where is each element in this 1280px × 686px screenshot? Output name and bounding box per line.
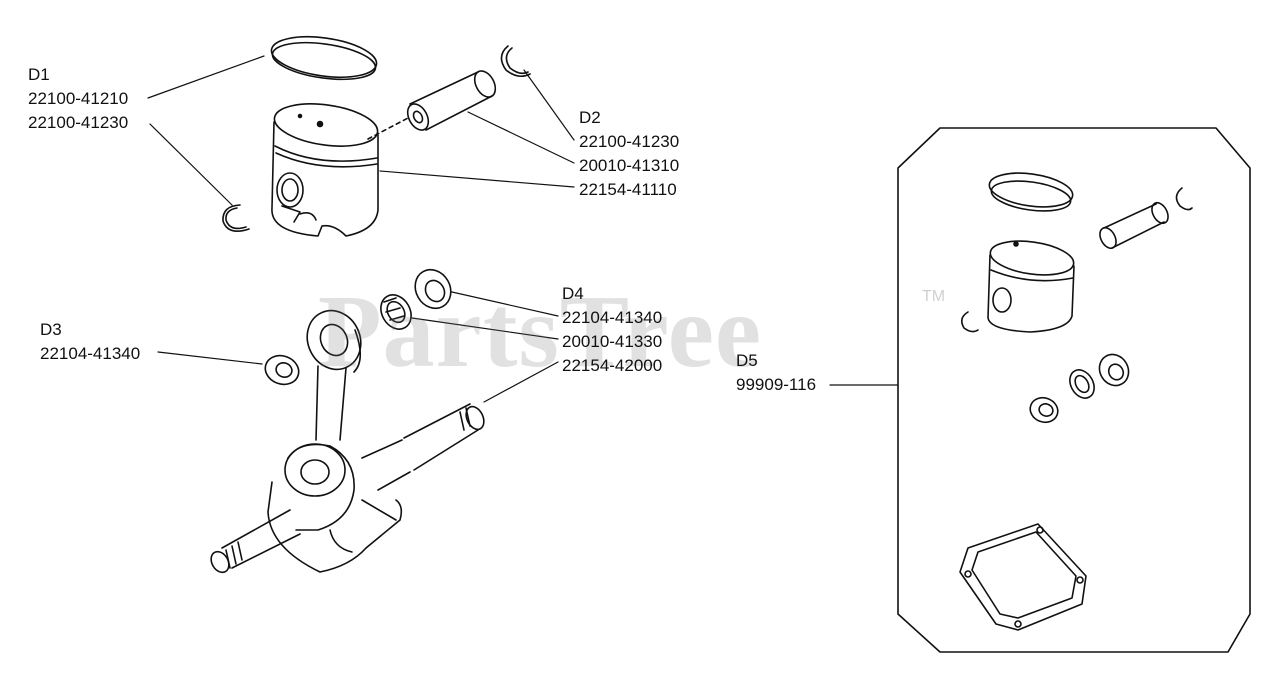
callout-d2: D2 22100-41230 20010-41310 22154-41110 <box>579 106 679 202</box>
callout-ref: D4 <box>562 284 584 303</box>
watermark: PartsTree <box>318 274 763 389</box>
kit-piston-ring-icon <box>988 172 1074 212</box>
kit-circlip-icon <box>960 187 1193 333</box>
callout-ref: D1 <box>28 65 50 84</box>
callout-ref: D5 <box>736 351 758 370</box>
part-number[interactable]: 22100-41230 <box>28 113 129 132</box>
trademark-mark: TM <box>922 288 946 305</box>
leader-lines <box>147 55 899 403</box>
part-number[interactable]: 22104-41340 <box>40 344 141 363</box>
part-number[interactable]: 99909-116 <box>736 375 817 394</box>
part-number[interactable]: 20010-41330 <box>562 332 663 351</box>
part-number[interactable]: 22104-41340 <box>562 308 663 327</box>
kit-outline <box>897 127 1251 653</box>
kit-gasket-icon <box>959 523 1087 631</box>
part-number[interactable]: 22100-41210 <box>28 89 129 108</box>
crankshaft-icon <box>210 403 485 574</box>
part-number[interactable]: 22100-41230 <box>579 132 680 151</box>
connecting-rod-icon <box>306 309 362 441</box>
part-number[interactable]: 20010-41310 <box>579 156 680 175</box>
callout-d4: D4 22104-41340 20010-41330 22154-42000 <box>562 282 662 378</box>
part-number[interactable]: 22154-42000 <box>562 356 663 375</box>
needle-bearing-icon <box>380 294 412 330</box>
callout-ref: D2 <box>579 108 601 127</box>
piston-icon <box>271 103 379 237</box>
kit-bearing-icon <box>1029 353 1130 424</box>
kit-piston-pin-icon <box>1099 201 1169 250</box>
callout-d5: D5 99909-116 <box>736 349 816 397</box>
piston-ring-icon <box>270 35 378 81</box>
callout-d3: D3 22104-41340 <box>40 318 140 366</box>
part-number[interactable]: 22154-41110 <box>579 180 677 199</box>
callout-d1: D1 22100-41210 22100-41230 <box>28 63 128 135</box>
callout-ref: D3 <box>40 320 62 339</box>
seal-icon <box>264 268 452 386</box>
circlip-icon <box>222 45 531 232</box>
kit-piston-icon <box>987 240 1075 333</box>
piston-pin-icon <box>367 70 497 140</box>
